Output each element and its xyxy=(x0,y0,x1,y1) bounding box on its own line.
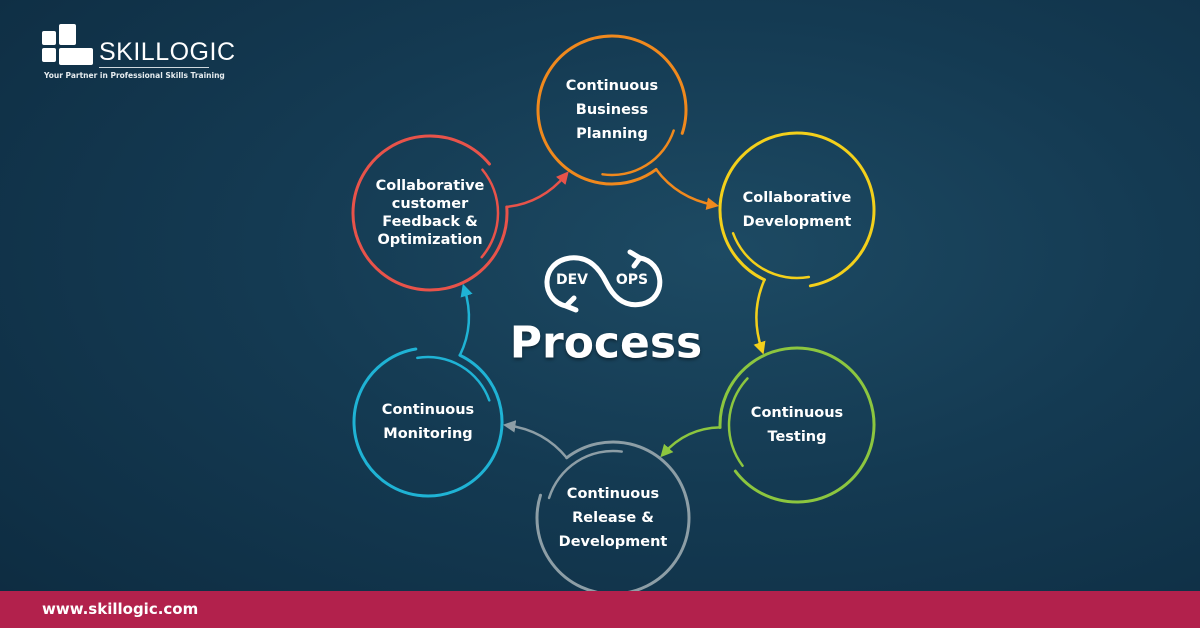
stage-label-line: Continuous xyxy=(750,405,844,421)
process-title: Process xyxy=(509,317,703,369)
stage-label-line: Feedback & xyxy=(382,214,478,230)
stage-circle-monitoring xyxy=(352,347,504,498)
stage-swirl-feedback xyxy=(480,168,500,259)
stage-swirl-monitoring xyxy=(416,355,491,402)
logo-divider xyxy=(99,67,209,68)
footer-bar: www.skillogic.com xyxy=(0,591,1200,628)
devops-infinity-icon xyxy=(544,249,663,313)
website-link[interactable]: www.skillogic.com xyxy=(42,600,199,618)
stage-label-line: Optimization xyxy=(377,232,483,248)
stage-label-line: Development xyxy=(742,214,852,230)
arrow-release-to-monitoring xyxy=(502,420,568,460)
dev-label: DEV xyxy=(556,272,589,288)
arrow-planning-to-development xyxy=(654,168,720,210)
stage-swirl-planning xyxy=(601,129,675,177)
logo-tagline: Your Partner in Professional Skills Trai… xyxy=(44,71,225,80)
stage-swirl-development xyxy=(731,232,811,280)
stage-circle-planning xyxy=(536,34,688,186)
arrow-development-to-testing xyxy=(753,278,766,355)
stage-swirl-release xyxy=(547,449,623,500)
stage-label-line: Planning xyxy=(576,126,648,142)
stage-label-line: Continuous xyxy=(566,486,660,502)
stage-swirl-testing xyxy=(727,377,749,467)
stage-label-line: Business xyxy=(575,102,649,118)
stage-circle-release xyxy=(535,440,691,596)
stage-label-line: Collaborative xyxy=(742,190,852,206)
stage-label-line: Continuous xyxy=(565,78,659,94)
stage-label-line: Release & xyxy=(572,510,654,526)
stage-label-line: Testing xyxy=(767,429,827,445)
arrow-testing-to-release xyxy=(660,426,722,458)
stage-circle-development xyxy=(718,131,876,288)
arrow-feedback-to-planning xyxy=(505,171,569,209)
stage-label-line: customer xyxy=(391,196,469,212)
stage-label-line: Collaborative xyxy=(375,178,485,194)
stage-circle-feedback xyxy=(351,134,509,292)
stage-label-line: Monitoring xyxy=(383,426,473,442)
logo-name: SKILLOGIC xyxy=(99,38,236,66)
stage-label-line: Development xyxy=(558,534,668,550)
stage-label-line: Continuous xyxy=(381,402,475,418)
ops-label: OPS xyxy=(615,272,649,288)
stage-circle-testing xyxy=(718,346,876,504)
arrow-monitoring-to-feedback xyxy=(458,283,473,357)
